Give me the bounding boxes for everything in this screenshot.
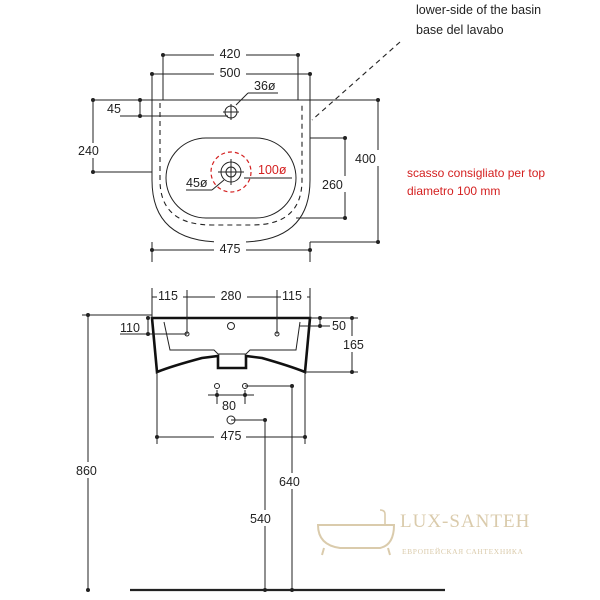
cutout-note: scasso consigliato per top diametro 100 …: [407, 166, 545, 198]
dim-110: 110: [120, 321, 140, 335]
tap-hole-front: [227, 322, 235, 330]
watermark-tagline: ЕВРОПЕЙСКАЯ САНТЕХНИКА: [402, 547, 523, 556]
dim-80: 80: [222, 399, 236, 413]
front-view: 115 280 115 860 110 50 165 80: [74, 287, 445, 593]
watermark: LUX-SANTEH ЕВРОПЕЙСКАЯ САНТЕХНИКА: [316, 509, 530, 556]
watermark-brand: LUX-SANTEH: [400, 511, 530, 532]
dim-45-drain: 45ø: [186, 176, 208, 190]
basin-section: [150, 316, 312, 374]
dim-100: 100ø: [258, 163, 287, 177]
dim-400: 400: [355, 152, 376, 166]
dim-36: 36ø: [254, 79, 276, 93]
dim-475-front: 475: [221, 429, 242, 443]
dim-240: 240: [78, 144, 99, 158]
cutout-circle: [210, 151, 252, 193]
dim-115-right: 115: [282, 289, 302, 303]
dim-420: 420: [220, 47, 241, 61]
dim-540: 540: [250, 512, 271, 526]
callout-lower-side: lower-side of the basin base del lavabo: [311, 3, 541, 121]
dim-860: 860: [76, 464, 97, 478]
bowl-oval: [165, 137, 297, 219]
dim-115-left: 115: [158, 289, 178, 303]
cutout-line1: scasso consigliato per top: [407, 166, 545, 180]
callout-line1: lower-side of the basin: [416, 3, 541, 17]
dim-45-left: 45: [107, 102, 121, 116]
dim-475-top: 475: [220, 242, 241, 256]
top-view: 420 500 36ø 45 240 100ø 45ø 400: [76, 45, 392, 262]
dim-165: 165: [343, 338, 364, 352]
basin-inner-contour: [159, 103, 303, 226]
dim-50: 50: [332, 319, 346, 333]
cutout-line2: diametro 100 mm: [407, 184, 500, 198]
callout-line2: base del lavabo: [416, 23, 504, 37]
dim-640: 640: [279, 475, 300, 489]
dim-280: 280: [221, 289, 242, 303]
dim-260: 260: [322, 178, 343, 192]
dim-500: 500: [220, 66, 241, 80]
bathtub-logo: [316, 509, 396, 556]
